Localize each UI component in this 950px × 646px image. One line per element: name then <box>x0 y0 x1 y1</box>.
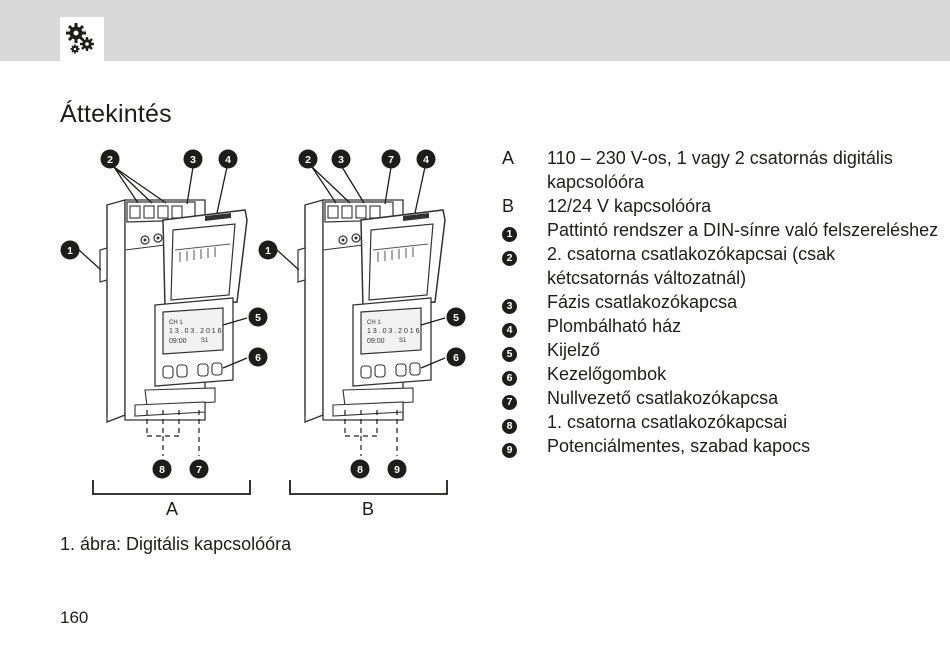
page-title: Áttekintés <box>60 100 172 128</box>
legend-key: 1 <box>502 218 547 242</box>
callout-b-5: 5 <box>453 312 459 324</box>
figure-device-overview: CH 1 1 3 . 0 3 . 2 0 1 6 09:00 S1 2 3 <box>55 140 475 530</box>
legend-text: Plombálható ház <box>547 316 682 336</box>
legend-item: 2 2. csatorna csatlakozókapcsai (csak két… <box>502 242 942 290</box>
legend-key: A <box>502 146 547 194</box>
callout-a-3: 3 <box>190 154 196 166</box>
legend-text: Fázis csatlakozókapcsa <box>547 292 738 312</box>
callout-b-9: 9 <box>394 464 400 476</box>
callout-a-7: 7 <box>196 464 202 476</box>
legend-item: 4 Plombálható ház <box>502 314 942 338</box>
callout-b-4: 4 <box>423 154 429 166</box>
legend-item: 9 Potenciálmentes, szabad kapocs <box>502 434 942 458</box>
device-a-display-date: 1 3 . 0 3 . 2 0 1 6 <box>169 328 222 335</box>
device-a-display-time: 09:00 <box>169 338 187 345</box>
device-b-display-time: 09:00 <box>367 338 385 345</box>
legend-letter: B <box>502 196 515 216</box>
legend-text: Kijelző <box>547 340 601 360</box>
legend-number-badge: 9 <box>502 443 517 458</box>
legend-key: 2 <box>502 242 547 290</box>
device-b-display-channel: CH 1 <box>367 320 381 326</box>
legend-text: Pattintó rendszer a DIN-sínre való felsz… <box>547 220 939 240</box>
figure-caption: 1. ábra: Digitális kapcsolóóra <box>60 534 292 554</box>
legend-text: Nullvezető csatlakozókapcsa <box>547 388 779 408</box>
legend-number-badge: 4 <box>502 323 517 338</box>
callout-b-8: 8 <box>357 464 363 476</box>
legend-text: 110 – 230 V-os, 1 vagy 2 csatornás digit… <box>547 148 893 192</box>
legend-key: 7 <box>502 386 547 410</box>
settings-tab <box>60 17 104 61</box>
legend-text: Kezelőgombok <box>547 364 667 384</box>
legend-item: 1 Pattintó rendszer a DIN-sínre való fels… <box>502 218 942 242</box>
legend-letter: A <box>502 148 515 168</box>
tab-pointer <box>76 60 88 68</box>
legend-key: 6 <box>502 362 547 386</box>
device-a-label: A <box>166 499 178 519</box>
legend-number-badge: 5 <box>502 347 517 362</box>
page-number: 160 <box>60 608 89 627</box>
legend-list: A 110 – 230 V-os, 1 vagy 2 csatornás digi… <box>502 146 942 458</box>
legend-item: 5 Kijelző <box>502 338 942 362</box>
callout-b-6: 6 <box>453 352 459 364</box>
legend-text: 1. csatorna csatlakozókapcsai <box>547 412 788 432</box>
device-b-display-status: S1 <box>399 338 407 344</box>
legend-text: 12/24 V kapcsolóóra <box>547 196 712 216</box>
callout-b-7: 7 <box>388 154 394 166</box>
callout-b-2: 2 <box>305 154 311 166</box>
header-bar <box>0 0 950 61</box>
callout-b-1: 1 <box>265 245 271 257</box>
device-b-display-date: 1 3 . 0 3 . 2 0 1 6 <box>367 328 420 335</box>
callout-a-4: 4 <box>225 154 231 166</box>
callout-a-2: 2 <box>107 154 113 166</box>
callout-a-8: 8 <box>159 464 165 476</box>
device-b-label: B <box>362 499 374 519</box>
callout-a-1: 1 <box>67 245 73 257</box>
legend-text: Potenciálmentes, szabad kapocs <box>547 436 811 456</box>
device-a-display-status: S1 <box>201 338 209 344</box>
device-a-display-channel: CH 1 <box>169 320 183 326</box>
legend-key: 8 <box>502 410 547 434</box>
callout-a-5: 5 <box>255 312 261 324</box>
legend-key: 3 <box>502 290 547 314</box>
callout-b-3: 3 <box>338 154 344 166</box>
legend-item: 3 Fázis csatlakozókapcsa <box>502 290 942 314</box>
device-a-drawing: CH 1 1 3 . 0 3 . 2 0 1 6 09:00 S1 2 3 <box>60 149 268 519</box>
legend-item: 8 1. csatorna csatlakozókapcsai <box>502 410 942 434</box>
legend-number-badge: 8 <box>502 419 517 434</box>
legend-key: 9 <box>502 434 547 458</box>
legend-item: A 110 – 230 V-os, 1 vagy 2 csatornás digi… <box>502 146 942 194</box>
legend-key: 4 <box>502 314 547 338</box>
legend-item: B 12/24 V kapcsolóóra <box>502 194 942 218</box>
legend-key: 5 <box>502 338 547 362</box>
legend-number-badge: 2 <box>502 251 517 266</box>
legend-key: B <box>502 194 547 218</box>
legend-number-badge: 1 <box>502 227 517 242</box>
legend-item: 6 Kezelőgombok <box>502 362 942 386</box>
gears-icon <box>66 23 94 54</box>
callout-a-6: 6 <box>255 352 261 364</box>
legend-number-badge: 6 <box>502 371 517 386</box>
legend-number-badge: 7 <box>502 395 517 410</box>
device-b-drawing: CH 1 1 3 . 0 3 . 2 0 1 6 09:00 S1 2 3 <box>258 149 466 519</box>
legend-text: 2. csatorna csatlakozókapcsai (csak kétc… <box>547 244 836 288</box>
legend-item: 7 Nullvezető csatlakozókapcsa <box>502 386 942 410</box>
legend-number-badge: 3 <box>502 299 517 314</box>
